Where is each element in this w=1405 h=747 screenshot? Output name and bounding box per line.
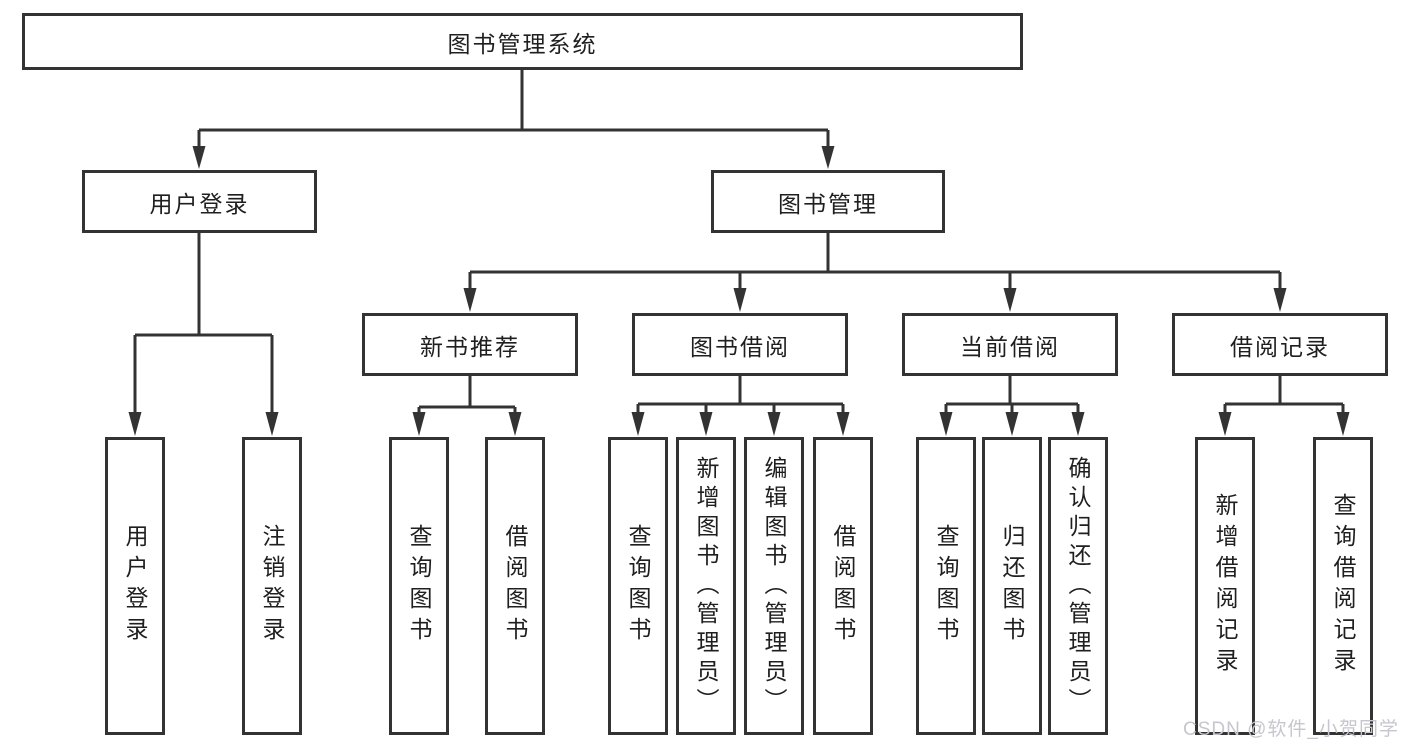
leaf-borrowing-add-book-admin: 新增图书（管理员） [676,437,736,735]
node-current-borrowing: 当前借阅 [902,313,1118,376]
leaf-records-add-record: 新增借阅记录 [1195,437,1255,735]
node-book-management: 图书管理 [711,170,945,233]
node-user-login: 用户登录 [82,170,317,233]
node-library-system: 图书管理系统 [22,13,1023,70]
leaf-current-confirm-return-admin: 确认归还（管理员） [1048,437,1108,735]
watermark: CSDN @软件_小贺同学 [1183,719,1399,740]
leaf-user-login: 用户登录 [105,437,165,735]
node-book-borrowing: 图书借阅 [632,313,848,376]
leaf-borrowing-query-book: 查询图书 [608,437,668,735]
leaf-current-return-book: 归还图书 [982,437,1042,735]
leaf-borrowing-edit-book-admin: 编辑图书（管理员） [744,437,804,735]
arrowheads [128,146,1350,436]
node-borrowing-records: 借阅记录 [1172,313,1388,376]
leaf-logout: 注销登录 [242,437,302,735]
leaf-records-query-record: 查询借阅记录 [1313,437,1373,735]
leaf-recommend-borrow-book: 借阅图书 [485,437,545,735]
leaf-recommend-query-book: 查询图书 [389,437,449,735]
leaf-borrowing-borrow-book: 借阅图书 [813,437,873,735]
leaf-current-query-book: 查询图书 [916,437,976,735]
node-new-book-recommend: 新书推荐 [362,313,578,376]
